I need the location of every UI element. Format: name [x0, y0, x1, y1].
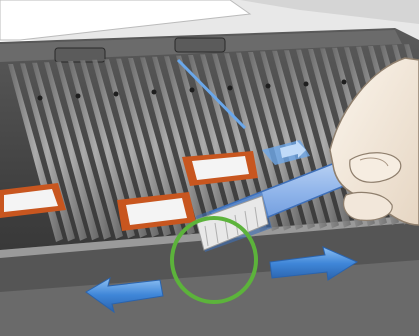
platen-hole	[304, 82, 309, 87]
platen-hole	[190, 88, 195, 93]
platen-hole	[228, 86, 233, 91]
platen-hole	[114, 92, 119, 97]
platen-hole	[38, 96, 43, 101]
platen-hole	[152, 90, 157, 95]
platen-hole	[342, 80, 347, 85]
platen-hole	[76, 94, 81, 99]
platen-hole	[266, 84, 271, 89]
